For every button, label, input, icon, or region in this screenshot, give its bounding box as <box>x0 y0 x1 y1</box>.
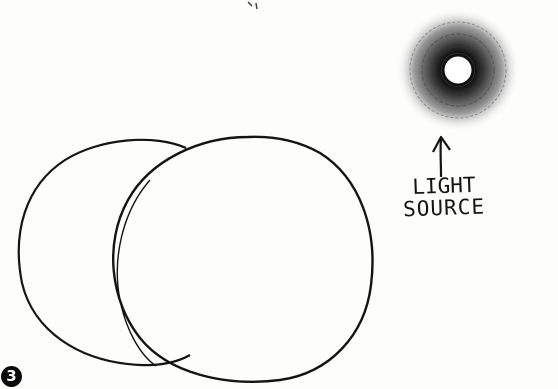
top-mark <box>248 2 257 9</box>
step-number-badge: 3 <box>1 366 22 387</box>
light-source-label: LIGHT SOURCE <box>412 171 558 220</box>
light-source-icon <box>396 8 520 132</box>
front-circle-outline <box>113 137 372 382</box>
back-circle-outline <box>19 140 190 365</box>
arrow-up-icon <box>433 137 450 177</box>
